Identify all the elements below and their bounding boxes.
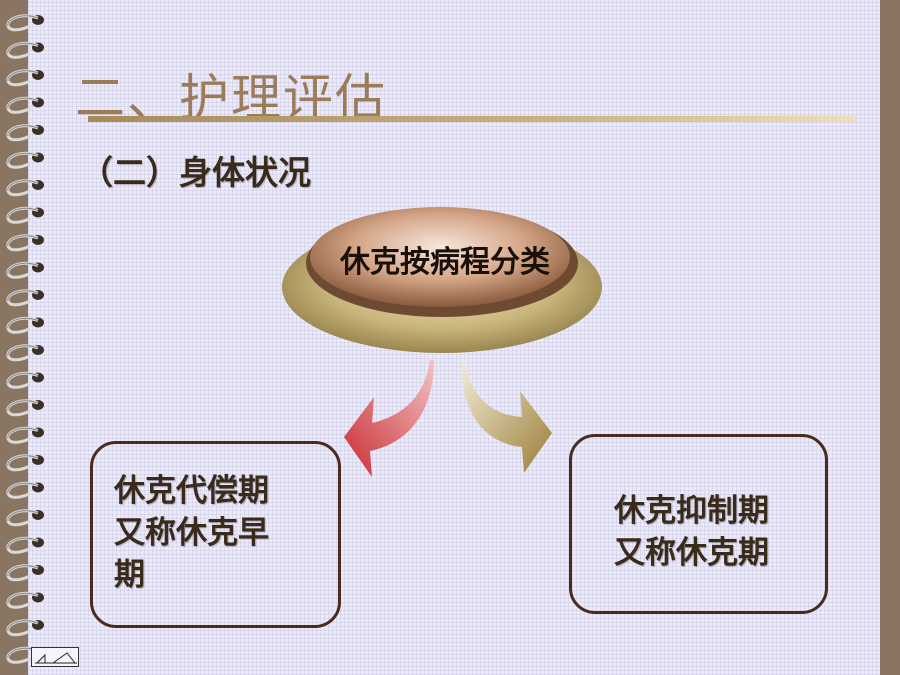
right-box-line: 休克抑制期 bbox=[614, 493, 769, 529]
left-box-line: 又称休克早 bbox=[114, 515, 269, 551]
arrows bbox=[344, 360, 552, 477]
spiral-binding-icon bbox=[6, 14, 44, 664]
right-arrow-icon bbox=[461, 360, 552, 473]
category-badge bbox=[282, 207, 602, 353]
center-label: 休克按病程分类 bbox=[340, 245, 550, 280]
right-margin bbox=[880, 0, 900, 675]
decompensatory-stage-text: 休克抑制期 又称休克期 bbox=[614, 490, 814, 574]
right-box-line: 又称休克期 bbox=[614, 535, 769, 571]
compensatory-stage-box bbox=[90, 441, 341, 628]
left-arrow-icon bbox=[344, 360, 434, 477]
decompensatory-stage-box bbox=[569, 434, 828, 614]
left-box-line: 期 bbox=[114, 557, 145, 593]
nav-back-icon[interactable] bbox=[31, 647, 79, 667]
compensatory-stage-text: 休克代偿期 又称休克早 期 bbox=[114, 470, 314, 596]
left-box-line: 休克代偿期 bbox=[114, 473, 269, 509]
title-underline bbox=[88, 116, 856, 122]
slide-subtitle: （二）身体状况 bbox=[80, 153, 311, 192]
